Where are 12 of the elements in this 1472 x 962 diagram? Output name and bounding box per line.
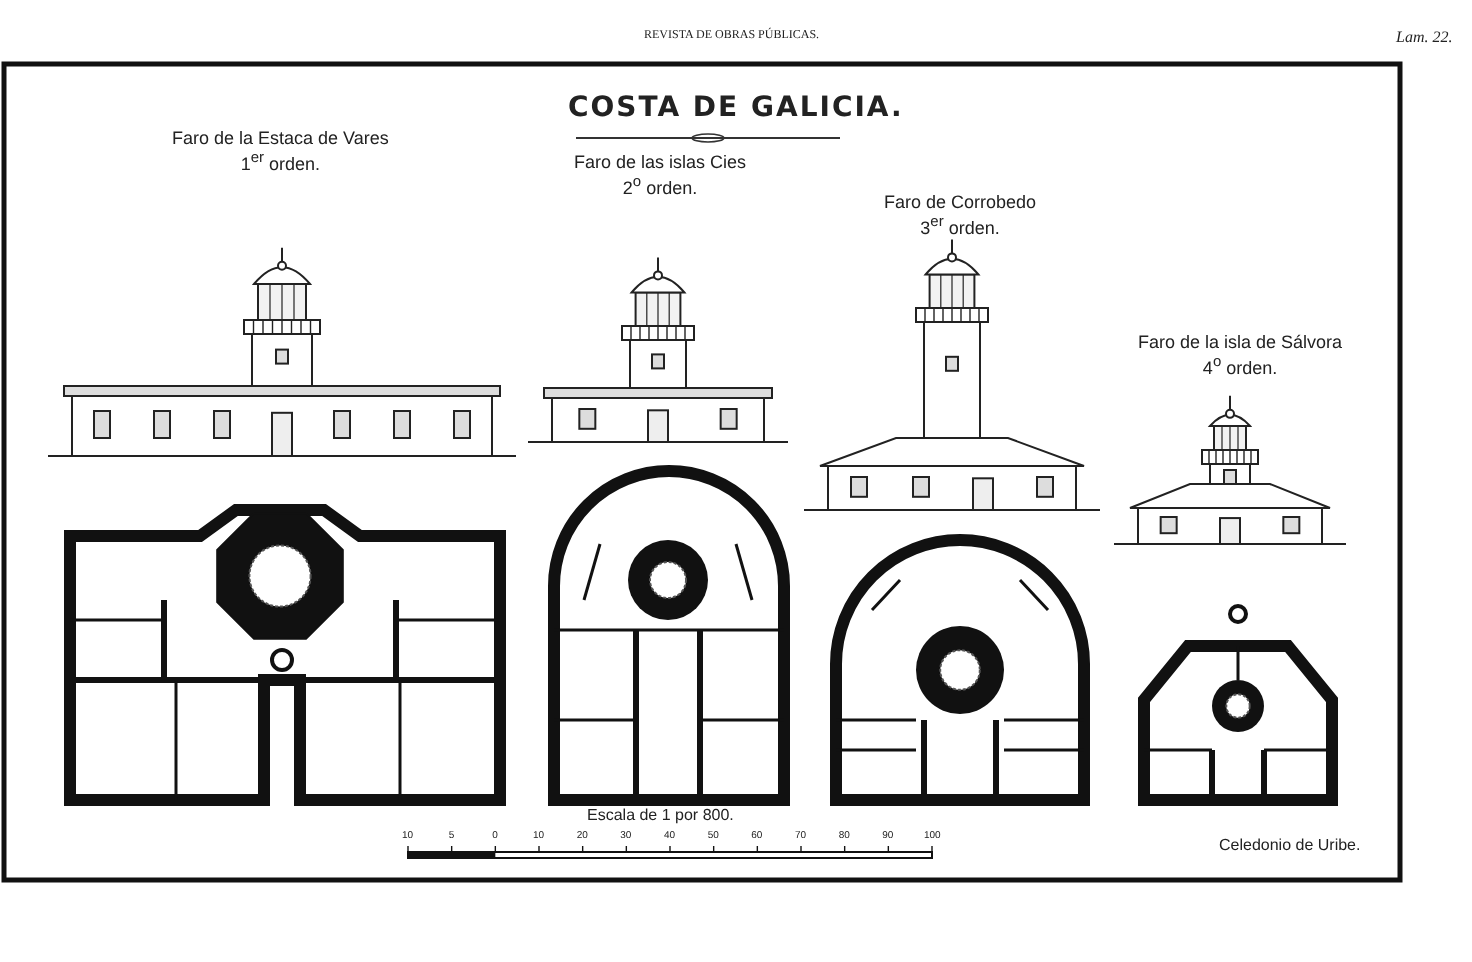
lighthouse-name: Faro de la isla de Sálvora <box>1138 332 1343 352</box>
lighthouse-order: 2$^{o}$ orden. <box>620 172 700 198</box>
plate-number: Lam. 22. <box>1396 30 1453 46</box>
lighthouse-name: Faro de Corrobedo <box>884 192 1037 212</box>
engraver-credit: Celedonio de Uribe. <box>1219 838 1361 854</box>
plate-title: COSTA DE GALICIA. <box>568 94 904 122</box>
lighthouse-order: 1$^{er}$ orden. <box>238 148 323 174</box>
scale-caption: Escala de 1 por 800. <box>587 808 734 824</box>
lighthouse-name: Faro de la Estaca de Vares <box>172 128 389 148</box>
lighthouse-order: 4$^{o}$ orden. <box>1200 352 1280 378</box>
lighthouse-name: Faro de las islas Cies <box>574 152 747 172</box>
lighthouse-order: 3$^{er}$ orden. <box>918 212 1002 238</box>
